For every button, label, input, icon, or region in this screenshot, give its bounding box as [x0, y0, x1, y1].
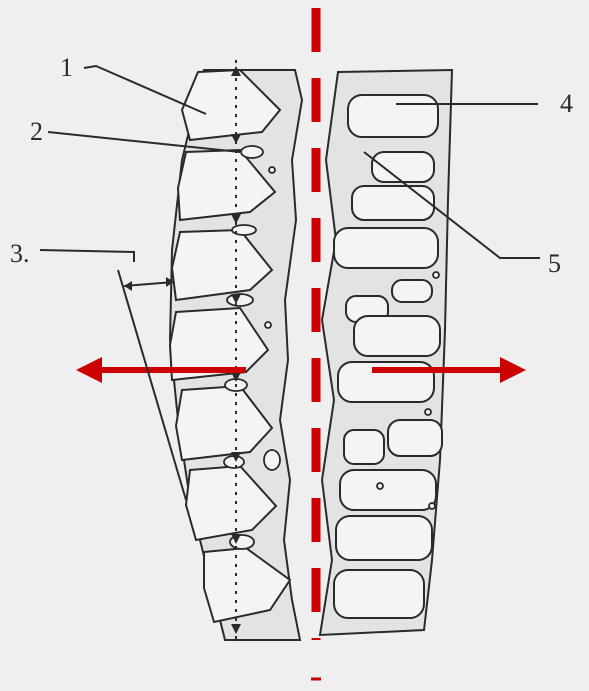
right-cell: [354, 316, 440, 356]
right-cell: [340, 470, 436, 510]
right-cell: [334, 570, 424, 618]
right-cell: [352, 186, 434, 220]
label-3: 3.: [10, 239, 30, 268]
right-cell: [334, 228, 438, 268]
label-1: 1: [60, 53, 73, 82]
right-cell: [336, 516, 432, 560]
right-cell: [388, 420, 442, 456]
right-cell: [372, 152, 434, 182]
label-4: 4: [560, 89, 573, 118]
right-cell: [348, 95, 438, 137]
label-5: 5: [548, 249, 561, 278]
right-cell: [344, 430, 384, 464]
label-2: 2: [30, 117, 43, 146]
leader-line-3: [40, 250, 134, 262]
right-cell: [392, 280, 432, 302]
leader-line-1: [84, 66, 206, 114]
